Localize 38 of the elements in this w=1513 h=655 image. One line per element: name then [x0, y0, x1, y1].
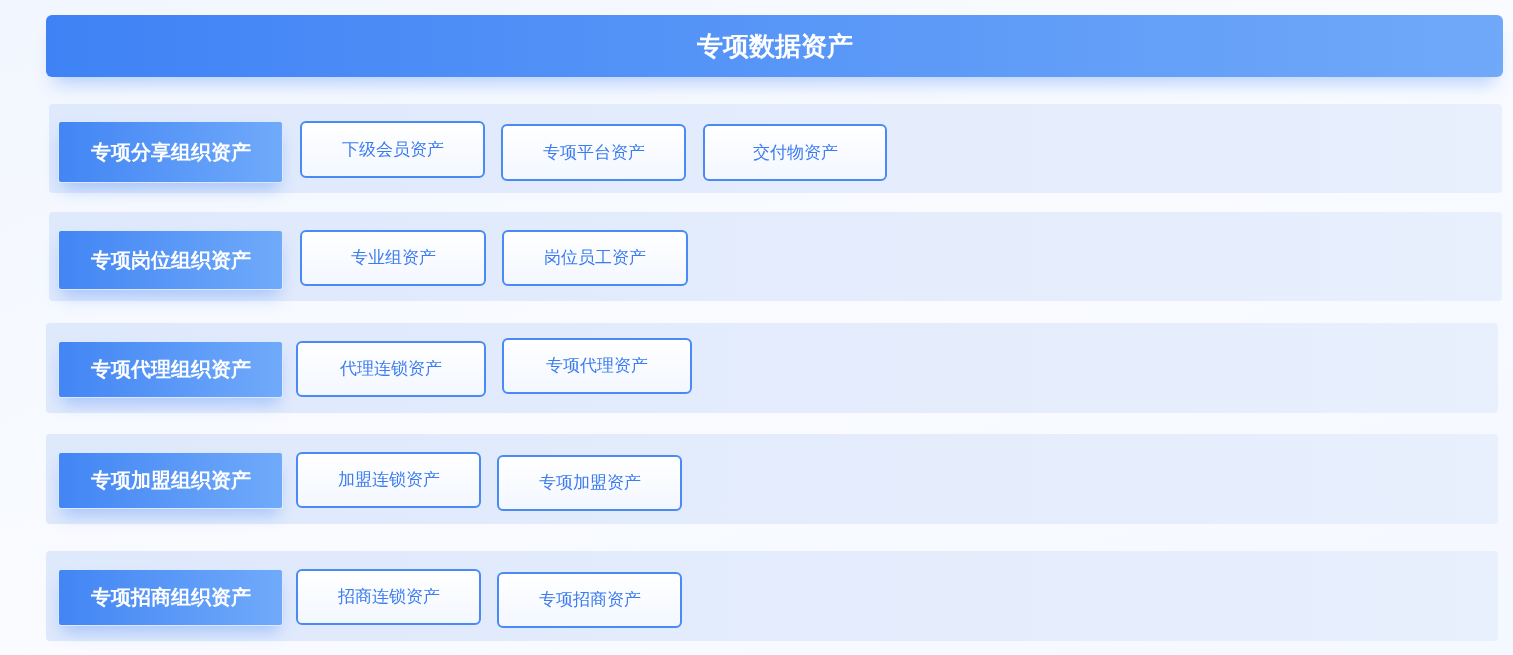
row-panel [49, 104, 1502, 193]
category-tile [58, 341, 283, 398]
asset-label: 专项招商资产 [538, 589, 641, 611]
asset-label: 岗位员工资产 [544, 247, 646, 269]
category-title: 专项代理组织资产 [90, 357, 251, 382]
category-title: 专项分享组织资产 [90, 139, 251, 165]
asset-label: 交付物资产 [752, 141, 838, 164]
asset-box [300, 121, 485, 178]
category-tile [58, 569, 283, 626]
asset-label: 专项代理资产 [546, 355, 648, 377]
asset-label: 下级会员资产 [341, 138, 444, 161]
asset-box [497, 455, 682, 511]
asset-label: 专项平台资产 [542, 141, 645, 164]
asset-box [296, 341, 486, 397]
row-panel [46, 551, 1498, 641]
category-tile [58, 230, 283, 290]
row-panel [49, 212, 1502, 301]
asset-label: 加盟连锁资产 [337, 469, 440, 491]
row-panel [46, 323, 1498, 413]
category-tile [58, 121, 283, 183]
asset-box [502, 338, 692, 394]
asset-label: 专业组资产 [350, 247, 436, 269]
category-title: 专项招商组织资产 [90, 585, 251, 610]
category-title: 专项加盟组织资产 [90, 468, 251, 493]
asset-label: 专项加盟资产 [538, 472, 641, 494]
title-text: 专项数据资产 [696, 29, 853, 63]
asset-label: 代理连锁资产 [340, 358, 442, 380]
asset-box [296, 452, 481, 508]
asset-box [501, 124, 686, 181]
row-panel [46, 434, 1498, 524]
category-tile [58, 452, 283, 509]
asset-box [703, 124, 887, 181]
asset-box [296, 569, 481, 625]
asset-box [497, 572, 682, 628]
asset-box [300, 230, 486, 286]
category-title: 专项岗位组织资产 [90, 247, 251, 273]
asset-box [502, 230, 688, 286]
asset-label: 招商连锁资产 [337, 586, 440, 608]
